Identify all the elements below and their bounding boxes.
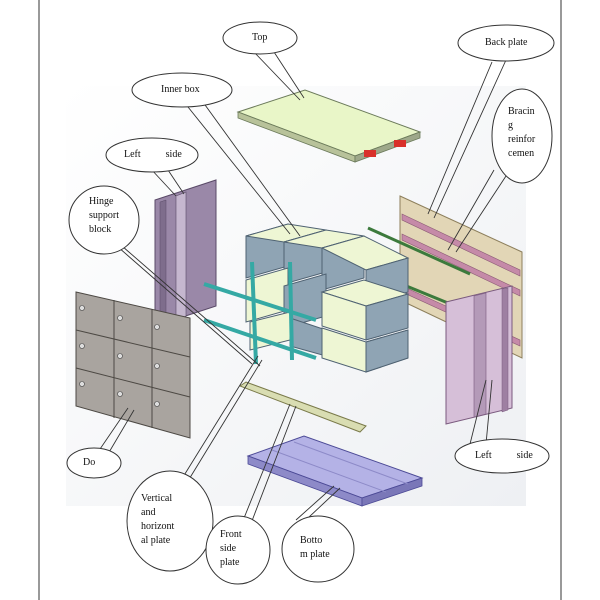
- divider-plates: [203, 261, 317, 365]
- label-left-side-right: Left side: [475, 450, 533, 461]
- callout-balloon-top: [222, 21, 298, 55]
- callout-balloon-hinge-support: [68, 185, 140, 255]
- label-bottom-plate: Botto m plate: [300, 535, 330, 560]
- label-front-side-plate: Front side plate: [220, 529, 242, 568]
- callout-balloon-bottom-plate: [281, 515, 355, 583]
- label-back-plate: Back plate: [485, 37, 528, 48]
- top-panel: [236, 89, 422, 163]
- label-inner-box: Inner box: [161, 84, 200, 95]
- callout-balloon-vertical-horizontal: [126, 470, 214, 572]
- callout-balloon-bracing: [491, 88, 553, 184]
- label-vertical-horizontal-plate: Vertical and horizont al plate: [141, 493, 175, 546]
- callout-balloon-door: [66, 447, 122, 479]
- left-side-panel-right: [445, 285, 513, 425]
- callout-balloon-inner-box: [131, 72, 233, 108]
- callout-balloon-left-side-upper: [105, 137, 199, 173]
- label-door: Do: [83, 457, 96, 468]
- left-side-panel-upper: [154, 179, 217, 327]
- label-top: Top: [252, 32, 268, 43]
- label-bracing-reinforcement: Bracin g reinfor cemen: [508, 106, 536, 159]
- label-hinge-support-block: Hinge support block: [89, 196, 119, 235]
- front-side-plate: [238, 381, 367, 433]
- door-panel: [75, 291, 191, 439]
- callout-balloon-left-side-right: [454, 438, 550, 474]
- leader-lines: [97, 51, 507, 529]
- callout-balloon-front-side-plate: [205, 515, 271, 585]
- callout-balloon-back-plate: [457, 24, 555, 62]
- callout-balloons: [66, 21, 555, 585]
- label-left-side-upper: Left side: [124, 149, 182, 160]
